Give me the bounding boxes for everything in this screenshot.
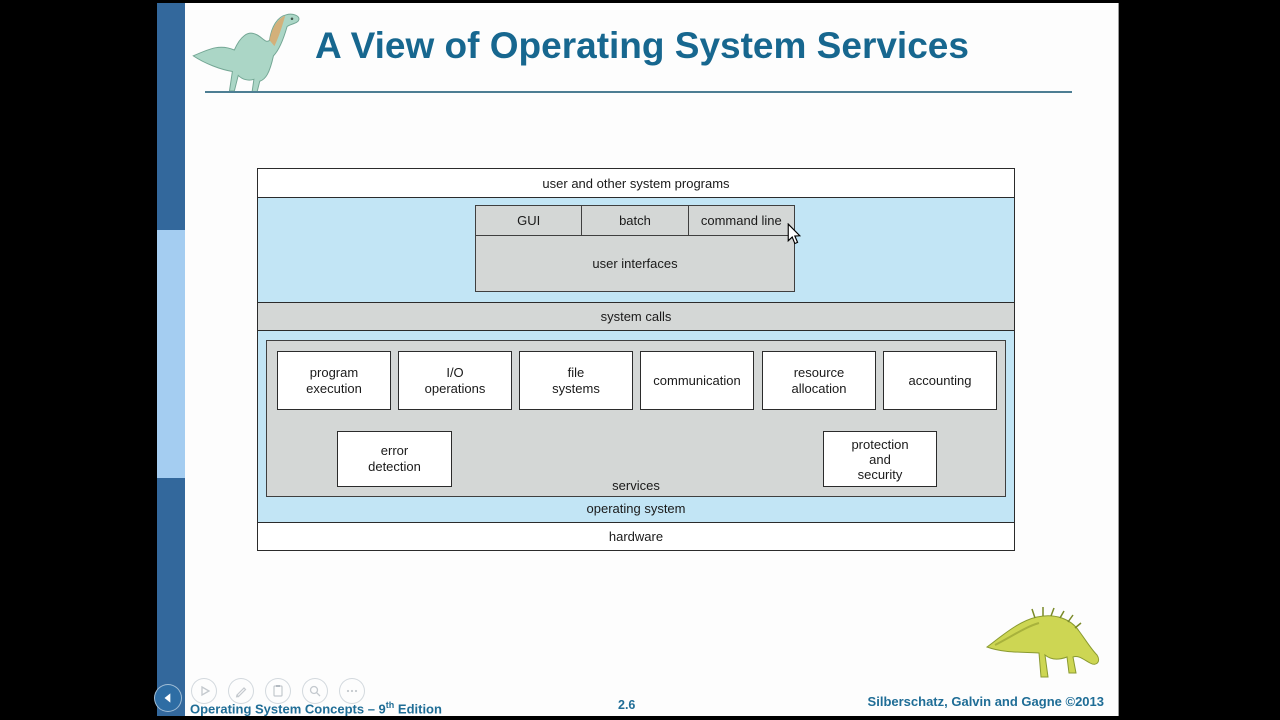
mouse-cursor-icon — [786, 222, 802, 250]
service-io-operations: I/O operations — [398, 351, 512, 410]
user-programs-row: user and other system programs — [258, 169, 1014, 198]
pen-tool-button[interactable] — [228, 678, 254, 704]
command-line-cell: command line — [687, 206, 794, 235]
service-program-execution: program execution — [277, 351, 391, 410]
services-band: program execution I/O operations file sy… — [258, 331, 1014, 522]
previous-slide-button[interactable] — [154, 684, 182, 712]
clipboard-tool-button[interactable] — [265, 678, 291, 704]
more-tools-button[interactable] — [339, 678, 365, 704]
dinosaur-logo — [190, 7, 308, 94]
footer-authors: Silberschatz, Galvin and Gagne ©2013 — [867, 694, 1104, 709]
services-label: services — [612, 478, 660, 493]
system-calls-row: system calls — [258, 302, 1014, 331]
service-communication: communication — [640, 351, 754, 410]
title-underline — [205, 91, 1072, 93]
service-accounting: accounting — [883, 351, 997, 410]
service-error-detection: error detection — [337, 431, 452, 487]
left-strip-middle — [157, 230, 185, 478]
slide-page-number: 2.6 — [618, 698, 636, 712]
services-box: program execution I/O operations file sy… — [266, 340, 1006, 497]
page-title: A View of Operating System Services — [315, 25, 969, 66]
gui-cell: GUI — [517, 213, 541, 228]
magnifier-tool-button[interactable] — [302, 678, 328, 704]
os-services-diagram: user and other system programs GUI batch… — [257, 168, 1015, 551]
hardware-row: hardware — [258, 522, 1014, 550]
service-file-systems: file systems — [519, 351, 633, 410]
pointer-tool-button[interactable] — [191, 678, 217, 704]
left-strip-top — [157, 3, 185, 230]
batch-cell: batch — [581, 206, 687, 235]
dinosaur-image — [985, 605, 1113, 695]
operating-system-label: operating system — [586, 501, 686, 516]
interfaces-band: GUI batch command line user interfaces — [258, 198, 1014, 302]
service-resource-allocation: resource allocation — [762, 351, 876, 410]
slide: A View of Operating System Services user… — [157, 3, 1119, 716]
user-interfaces-label: user interfaces — [592, 256, 678, 271]
footer-book-title: Operating System Concepts – 9th Edition — [190, 700, 442, 717]
service-protection-and-security: protection and security — [823, 431, 937, 487]
user-interfaces-box: GUI batch command line user interfaces — [475, 205, 795, 292]
left-strip-bottom — [157, 478, 185, 716]
